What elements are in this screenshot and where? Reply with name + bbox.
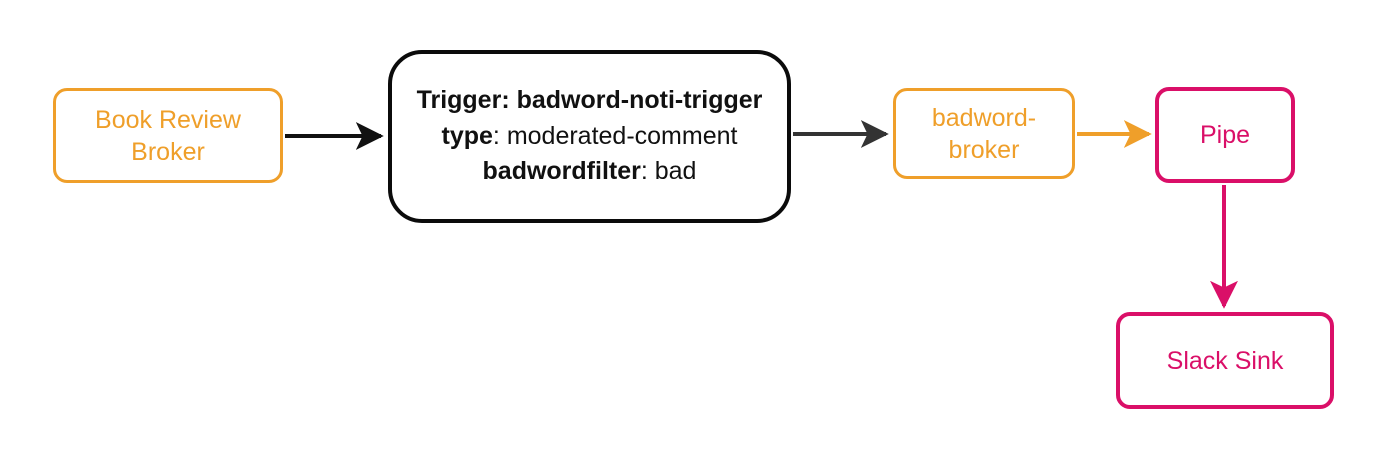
node-trigger-label: Trigger: badword-noti-trigger type: mode… bbox=[417, 83, 763, 190]
trigger-line-badwordfilter-value: : bad bbox=[640, 157, 697, 186]
node-badword-broker[interactable]: badword- broker bbox=[893, 88, 1075, 179]
node-pipe-label: Pipe bbox=[1199, 121, 1251, 149]
trigger-line-type-value: : moderated-comment bbox=[492, 121, 738, 150]
trigger-line-type-key: type bbox=[441, 121, 493, 150]
trigger-line-name: Trigger: badword-noti-trigger bbox=[417, 83, 763, 119]
node-badword-broker-label: badword- broker bbox=[931, 103, 1037, 164]
node-book-review-broker[interactable]: Book Review Broker bbox=[53, 88, 283, 183]
trigger-line-badwordfilter-key: badwordfilter bbox=[482, 157, 641, 186]
node-pipe[interactable]: Pipe bbox=[1155, 87, 1295, 183]
trigger-line-type: type: moderated-comment bbox=[417, 119, 763, 155]
trigger-line-badwordfilter: badwordfilter: bad bbox=[417, 154, 763, 190]
trigger-line-name-key: Trigger: bbox=[416, 86, 510, 115]
node-slack-sink-label: Slack Sink bbox=[1166, 346, 1284, 375]
node-trigger[interactable]: Trigger: badword-noti-trigger type: mode… bbox=[388, 50, 791, 223]
trigger-line-name-value: badword-noti-trigger bbox=[509, 86, 763, 115]
node-book-review-broker-label: Book Review Broker bbox=[95, 105, 241, 166]
node-slack-sink[interactable]: Slack Sink bbox=[1116, 312, 1334, 409]
